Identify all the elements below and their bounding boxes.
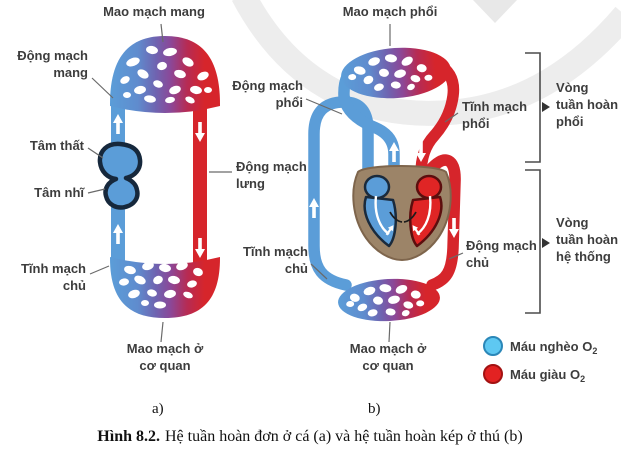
label-dorsal-artery: Động mạch lưng (209, 159, 307, 191)
diagram-a-fish: Mao mạch mang Động mạch mang Tâm thất Tâ… (17, 4, 307, 373)
svg-text:Tĩnh mạch: Tĩnh mạch (462, 99, 527, 114)
svg-text:Động mạch: Động mạch (232, 78, 303, 93)
bracket-pulmonary-loop: Vòng tuần hoàn phổi (525, 52, 618, 163)
svg-text:Động mạch: Động mạch (236, 159, 307, 174)
svg-text:Động mạch: Động mạch (466, 238, 537, 253)
svg-text:Tĩnh mạch: Tĩnh mạch (243, 244, 308, 259)
label-aorta: Động mạch chủ (448, 238, 537, 270)
svg-text:Máu nghèo O2: Máu nghèo O2 (510, 339, 597, 356)
label-gill-capillaries: Mao mạch mang (103, 4, 205, 43)
svg-text:Tĩnh mạch: Tĩnh mạch (21, 261, 86, 276)
pulmonary-vein-vessel (415, 58, 460, 180)
mammal-heart (352, 165, 452, 262)
svg-text:hệ thống: hệ thống (556, 249, 611, 264)
label-organ-capillaries-b: Mao mạch ở cơ quan (350, 321, 427, 373)
label-lung-capillaries: Mao mạch phổi (343, 4, 438, 46)
marker-b: b) (368, 401, 381, 417)
label-ventricle: Tâm thất (30, 138, 104, 159)
legend: Máu nghèo O2 Máu giàu O2 (483, 336, 597, 384)
svg-text:mang: mang (53, 65, 88, 80)
lung-capillary-bed (341, 47, 451, 99)
bracket-arrow-icon (542, 238, 550, 248)
svg-text:Máu giàu O2: Máu giàu O2 (510, 367, 585, 384)
gill-capillary-bed (110, 36, 220, 113)
svg-text:chủ: chủ (285, 261, 308, 276)
marker-a: a) (152, 401, 164, 417)
svg-text:tuần hoàn: tuần hoàn (556, 232, 618, 247)
label-pulmonary-vein: Tĩnh mạch phổi (444, 99, 527, 131)
legend-oxygen-poor: Máu nghèo O2 (483, 336, 597, 356)
oxygen-poor-swatch-icon (483, 336, 503, 356)
label-atrium: Tâm nhĩ (34, 185, 106, 200)
organ-capillary-bed-b (338, 278, 440, 322)
label-vena-cava-a: Tĩnh mạch chủ (21, 261, 110, 293)
svg-text:chủ: chủ (466, 255, 489, 270)
svg-text:Tâm nhĩ: Tâm nhĩ (34, 185, 85, 200)
svg-text:cơ quan: cơ quan (362, 358, 413, 373)
fish-heart (97, 141, 143, 210)
svg-text:Mao mạch phổi: Mao mạch phổi (343, 4, 438, 19)
svg-text:phổi: phổi (556, 114, 583, 129)
legend-oxygen-rich: Máu giàu O2 (483, 364, 585, 384)
label-gill-artery: Động mạch mang (17, 48, 114, 99)
svg-text:phổi: phổi (276, 95, 303, 110)
svg-text:Mao mạch mang: Mao mạch mang (103, 4, 205, 19)
diagram-b-mammal: Mao mạch phổi Động mạch phổi Tĩnh mạch p… (232, 4, 618, 373)
aorta-vessel (424, 154, 461, 291)
svg-text:Tâm thất: Tâm thất (30, 138, 85, 153)
bracket-arrow-icon (542, 102, 550, 112)
svg-text:Mao mạch ở: Mao mạch ở (127, 341, 204, 356)
oxygen-rich-swatch-icon (483, 364, 503, 384)
svg-text:tuần hoàn: tuần hoàn (556, 97, 618, 112)
dorsal-aorta-vessel (193, 86, 207, 266)
left-atrium (415, 174, 443, 200)
svg-text:Động mạch: Động mạch (17, 48, 88, 63)
svg-text:cơ quan: cơ quan (139, 358, 190, 373)
label-organ-capillaries-a: Mao mạch ở cơ quan (127, 321, 204, 373)
organ-capillary-bed-a (110, 257, 220, 318)
svg-text:chủ: chủ (63, 278, 86, 293)
label-vena-cava-b: Tĩnh mạch chủ (243, 244, 328, 280)
svg-text:lưng: lưng (236, 176, 265, 191)
bracket-systemic-loop: Vòng tuần hoàn hệ thống (525, 169, 618, 314)
label-pulmonary-artery: Động mạch phổi (232, 78, 343, 115)
svg-text:Vòng: Vòng (556, 80, 589, 95)
svg-text:Vòng: Vòng (556, 215, 589, 230)
svg-text:Mao mạch ở: Mao mạch ở (350, 341, 427, 356)
right-atrium (363, 174, 391, 200)
vena-cava-vessel-b (308, 96, 374, 291)
svg-text:phổi: phổi (462, 116, 489, 131)
caption: Hình 8.2.Hệ tuần hoàn đơn ở cá (a) và hệ… (97, 428, 522, 445)
